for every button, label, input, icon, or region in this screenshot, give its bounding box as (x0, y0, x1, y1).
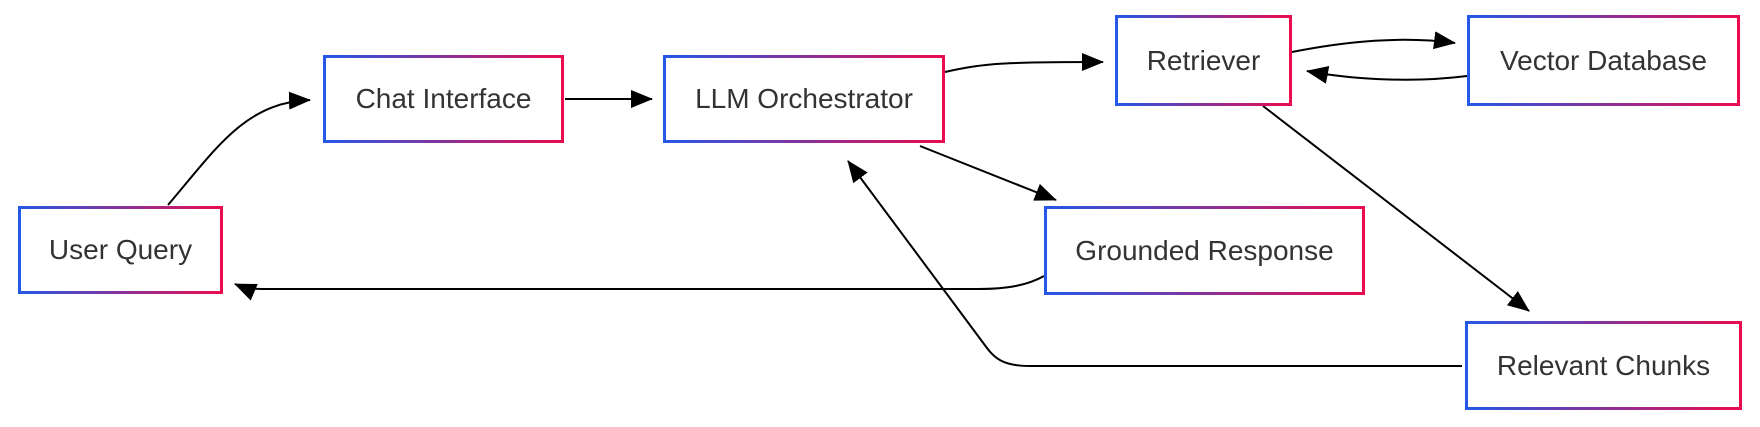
edge-llm-orchestrator-to-grounded-response (919, 145, 1057, 201)
node-relevant-chunks: Relevant Chunks (1465, 321, 1742, 410)
edge-llm-orchestrator-to-retriever (944, 53, 1104, 73)
node-label-retriever: Retriever (1146, 44, 1261, 76)
node-grounded-response: Grounded Response (1044, 206, 1365, 295)
edge-grounded-response-to-user-query (234, 275, 1045, 301)
edge-retriever-to-vector-database (1291, 31, 1456, 53)
node-label-chat-interface: Chat Interface (355, 83, 532, 115)
edge-user-query-to-chat-interface (167, 91, 311, 206)
node-chat-interface: Chat Interface (323, 55, 564, 143)
node-vector-database: Vector Database (1467, 15, 1740, 106)
node-label-user-query: User Query (48, 234, 193, 266)
node-label-llm-orchestrator: LLM Orchestrator (695, 83, 913, 115)
node-llm-orchestrator: LLM Orchestrator (663, 55, 945, 143)
node-label-relevant-chunks: Relevant Chunks (1496, 349, 1711, 381)
node-retriever: Retriever (1115, 15, 1292, 106)
edge-vector-database-to-retriever (1306, 66, 1468, 84)
node-label-vector-database: Vector Database (1499, 44, 1708, 76)
node-user-query: User Query (18, 206, 223, 294)
node-label-grounded-response: Grounded Response (1075, 234, 1334, 266)
